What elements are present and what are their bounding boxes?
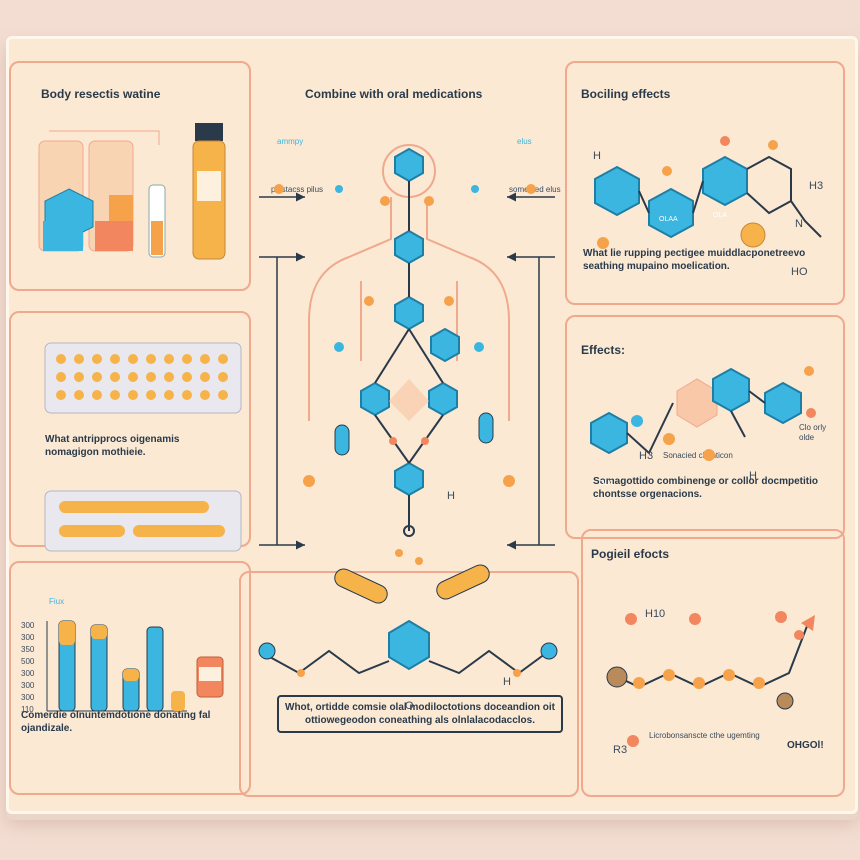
vial-small bbox=[148, 184, 166, 258]
chem-label: H3 bbox=[639, 450, 654, 462]
medication-packages bbox=[38, 140, 134, 252]
chem-label: H bbox=[503, 676, 511, 688]
chem-label: O bbox=[405, 700, 414, 712]
panel-bottom-center-text: Whot, ortidde comsie olal modiloctotions… bbox=[277, 695, 563, 733]
chem-label: H3 bbox=[809, 180, 824, 192]
panel-top-right-title: Bociling effects bbox=[581, 87, 671, 101]
panel-bottom-left bbox=[9, 561, 251, 795]
mid-right-label-a: Sonacied chenticon bbox=[663, 451, 733, 460]
axis-tick: 300 bbox=[21, 693, 35, 702]
mid-right-molecule bbox=[590, 366, 816, 461]
small-vial-bottom bbox=[196, 656, 224, 698]
diagram-graphics bbox=[38, 123, 822, 747]
board-inner: Body resectis watine Combine with oral m… bbox=[9, 61, 849, 797]
flow-arrows bbox=[259, 192, 555, 550]
axis-tick: 500 bbox=[21, 657, 35, 666]
panel-mid-right-text: Somagottido combinenge or collor docmpet… bbox=[593, 476, 819, 500]
panel-top-left-title: Body resectis watine bbox=[41, 87, 161, 101]
molecule-chain bbox=[360, 147, 460, 537]
axis-tick: 300 bbox=[21, 621, 35, 630]
axis-tick: 300 bbox=[21, 681, 35, 690]
panel-bottom-right bbox=[581, 529, 845, 797]
chem-label: H10 bbox=[645, 608, 666, 620]
vial-large bbox=[192, 123, 226, 260]
panel-top-left bbox=[9, 61, 251, 291]
axis-tick: 300 bbox=[21, 633, 35, 642]
panel-bottom-center bbox=[239, 571, 579, 797]
bottom-right-text: Licrobonsanscte cthe ugemting bbox=[649, 731, 760, 740]
center-tag-right: elus bbox=[517, 137, 532, 146]
bar-axis-ticks: 300 300 350 500 300 300 300 110 bbox=[21, 621, 45, 717]
panel-bottom-left-text: Comerdie olnuntemdotione donating fal oj… bbox=[21, 710, 211, 734]
pill-row bbox=[56, 354, 228, 400]
center-tag-left: ammpy bbox=[277, 137, 304, 146]
axis-tick: 350 bbox=[21, 645, 35, 654]
axis-tick: 110 bbox=[21, 705, 34, 714]
panel-mid-right-title: Effects: bbox=[581, 343, 626, 357]
chem-label: H bbox=[447, 490, 455, 502]
chem-label: OLA bbox=[599, 480, 614, 487]
bottom-right-chain bbox=[606, 611, 815, 747]
bottom-left-tag: Fiux bbox=[49, 597, 65, 606]
panel-top-right bbox=[565, 61, 845, 305]
chem-label: HO bbox=[791, 266, 808, 278]
chem-label: H bbox=[749, 470, 757, 482]
panel-top-center-title: Combine with oral medications bbox=[305, 87, 483, 101]
human-body bbox=[308, 144, 510, 421]
chem-label: H bbox=[593, 150, 601, 162]
chem-label: N bbox=[795, 218, 803, 230]
top-right-molecule bbox=[594, 136, 822, 249]
atom-dots bbox=[274, 184, 536, 565]
axis-tick: 300 bbox=[21, 669, 35, 678]
mid-right-label-b: Clo orly olde bbox=[799, 423, 827, 442]
capsule-pack bbox=[44, 490, 242, 552]
capsule-pair bbox=[334, 412, 494, 604]
panel-mid-right bbox=[565, 315, 845, 539]
infographic-board: Body resectis watine Combine with oral m… bbox=[6, 36, 858, 814]
panel-mid-left-text: What antripprocs oigenamis nomagigon mot… bbox=[45, 434, 180, 458]
chem-label: OLAA bbox=[659, 216, 678, 223]
panel-bottom-right-title: Pogieil efocts bbox=[591, 547, 670, 561]
chem-label: OLA bbox=[713, 212, 728, 219]
bottom-center-molecule bbox=[258, 619, 558, 677]
panel-top-right-text: What lie rupping pectigee muiddlacponetr… bbox=[583, 248, 806, 272]
center-label-left: pilrstacss pilus bbox=[271, 185, 324, 194]
chem-label: R3 bbox=[613, 744, 628, 756]
bottom-right-label-end: OHGOl! bbox=[787, 740, 824, 751]
comparison-bars bbox=[46, 620, 187, 712]
